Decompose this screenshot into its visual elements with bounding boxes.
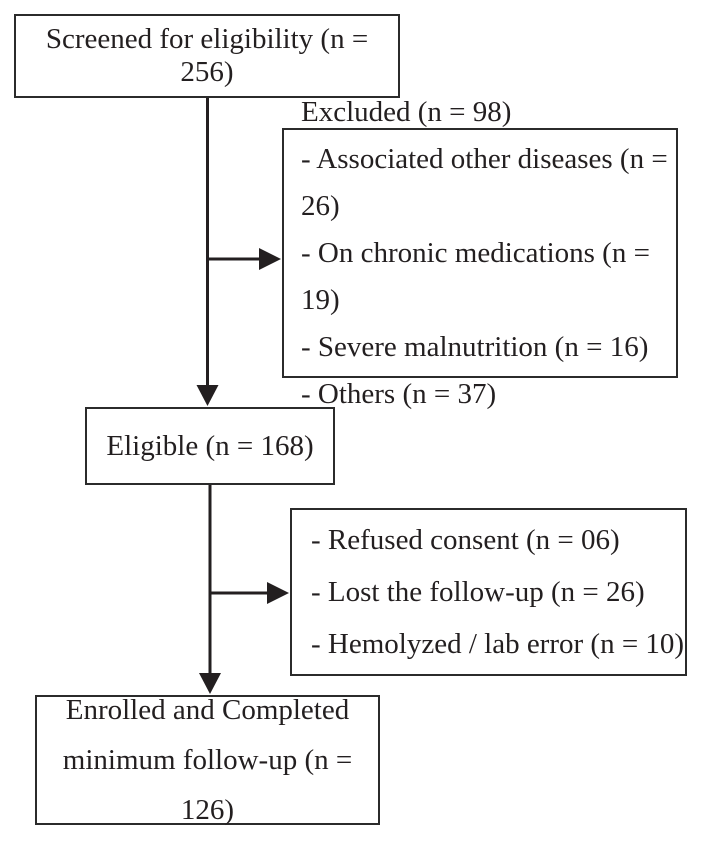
box-enrolled-label-line1: Enrolled and Completed xyxy=(65,694,350,726)
box-eligible-label: Eligible (n = 168) xyxy=(106,429,314,462)
box-attrition-item: - Hemolyzed / lab error (n = 10) xyxy=(311,628,685,660)
box-excluded-title: Excluded (n = 98) xyxy=(301,95,512,128)
box-excluded-item: - Severe malnutrition (n = 16) xyxy=(301,330,649,363)
arrow-branch-to-attrition xyxy=(210,582,289,604)
arrow-branch-to-excluded xyxy=(207,248,281,270)
box-enrolled: Enrolled and Completed minimum follow-up… xyxy=(35,694,380,826)
box-enrolled-label-line2: minimum follow-up (n = 126) xyxy=(62,744,353,826)
box-eligible: Eligible (n = 168) xyxy=(85,407,335,485)
box-attrition-item: - Lost the follow-up (n = 26) xyxy=(311,576,645,608)
arrow-screened-to-eligible xyxy=(196,98,219,406)
box-screened-label: Screened for eligibility (n = 256) xyxy=(45,23,369,88)
box-excluded: Excluded (n = 98) - Associated other dis… xyxy=(282,96,678,410)
box-excluded-item: - On chronic medications (n = 19) xyxy=(301,236,650,316)
box-excluded-item: - Others (n = 37) xyxy=(301,377,497,410)
box-attrition: - Refused consent (n = 06) - Lost the fo… xyxy=(290,508,687,676)
box-screened: Screened for eligibility (n = 256) xyxy=(14,14,400,98)
arrow-eligible-to-enrolled xyxy=(199,485,221,694)
box-attrition-item: - Refused consent (n = 06) xyxy=(311,524,620,556)
box-excluded-item: - Associated other diseases (n = 26) xyxy=(301,142,668,222)
